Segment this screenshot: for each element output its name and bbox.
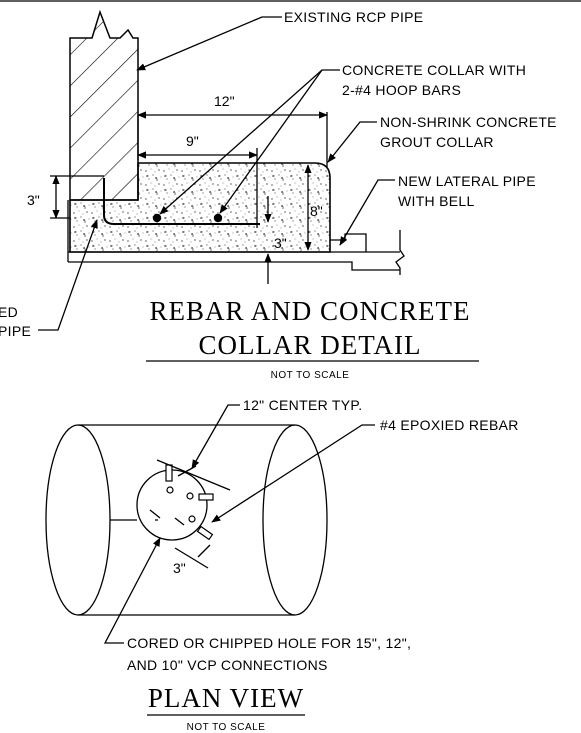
- detail-title-line2: COLLAR DETAIL: [198, 330, 421, 360]
- label-center-typ: 12" CENTER TYP.: [243, 397, 362, 413]
- plan-view: 12" CENTER TYP. #4 EPOXIED REBAR 3" CORE…: [45, 397, 519, 733]
- plan-rebar-tick-2: [174, 517, 185, 526]
- leader-existing-rcp: [136, 16, 282, 71]
- plan-rebar-stub-1: [165, 464, 173, 482]
- label-hole-line2: AND 10" VCP CONNECTIONS: [127, 657, 328, 673]
- plan-rebar-dot-1: [166, 486, 174, 494]
- plan-rebar-stub-3: [196, 525, 214, 541]
- lateral-break-line: [395, 230, 405, 275]
- label-collar-line1: CONCRETE COLLAR WITH: [342, 62, 526, 78]
- detail-title-line1: REBAR AND CONCRETE: [149, 296, 470, 326]
- label-epoxied-rebar: #4 EPOXIED REBAR: [380, 417, 519, 433]
- label-cut-line2: PIPE: [0, 323, 31, 339]
- label-cut-line1: ED: [0, 304, 18, 320]
- plan-center-dim-1: [156, 459, 231, 491]
- plan-pipe-right-end: [262, 424, 328, 616]
- label-grout-line1: NON-SHRINK CONCRETE: [380, 114, 557, 130]
- plan-dim-3-text: 3": [173, 560, 186, 576]
- label-existing-rcp: EXISTING RCP PIPE: [284, 9, 423, 25]
- leader-cut-label: [38, 219, 98, 331]
- existing-rcp-wall: [69, 9, 139, 201]
- leader-collar-2: [219, 69, 323, 214]
- dim-3-left-text: 3": [27, 192, 40, 208]
- label-collar-line2: 2-#4 HOOP BARS: [342, 82, 461, 98]
- plan-rebar-stub-2: [198, 493, 214, 501]
- leader-lateral: [339, 179, 395, 246]
- hoop-bar-1: [152, 213, 162, 223]
- label-grout-line2: GROUT COLLAR: [380, 134, 494, 150]
- plan-rebar-dot-2: [186, 492, 194, 500]
- label-lateral-line1: NEW LATERAL PIPE: [398, 173, 536, 189]
- rebar-bar: [103, 178, 260, 225]
- plan-dim-3-arrow: [197, 544, 211, 558]
- dim-9-text: 9": [186, 133, 199, 149]
- plan-pipe-left-end: [45, 424, 111, 616]
- plan-pipe-outline: [78, 424, 295, 616]
- label-hole-line1: CORED OR CHIPPED HOLE FOR 15", 12",: [127, 635, 411, 651]
- hoop-bar-2: [213, 213, 223, 223]
- plan-center-dim-2: [177, 465, 197, 477]
- dim-8-text: 8": [310, 203, 323, 219]
- collar-detail: 12" 9" 3" 8" 3" EXISTING RCP PIPE CONCRE…: [0, 9, 557, 381]
- plan-rebar-dot-3: [188, 515, 196, 523]
- plan-rebar-tick: [149, 509, 161, 519]
- dim-3-right-text: 3": [274, 235, 287, 251]
- plan-dim-3-line: [174, 547, 209, 569]
- plan-scale-note: NOT TO SCALE: [187, 722, 266, 733]
- dim-12-text: 12": [214, 93, 235, 109]
- leader-grout: [327, 121, 377, 163]
- detail-scale-note: NOT TO SCALE: [271, 370, 350, 381]
- leader-epoxied-rebar: [211, 424, 375, 523]
- leader-cored-hole: [103, 537, 161, 644]
- label-lateral-line2: WITH BELL: [398, 193, 475, 209]
- plan-title: PLAN VIEW: [148, 683, 304, 713]
- leader-center-typ: [191, 404, 240, 469]
